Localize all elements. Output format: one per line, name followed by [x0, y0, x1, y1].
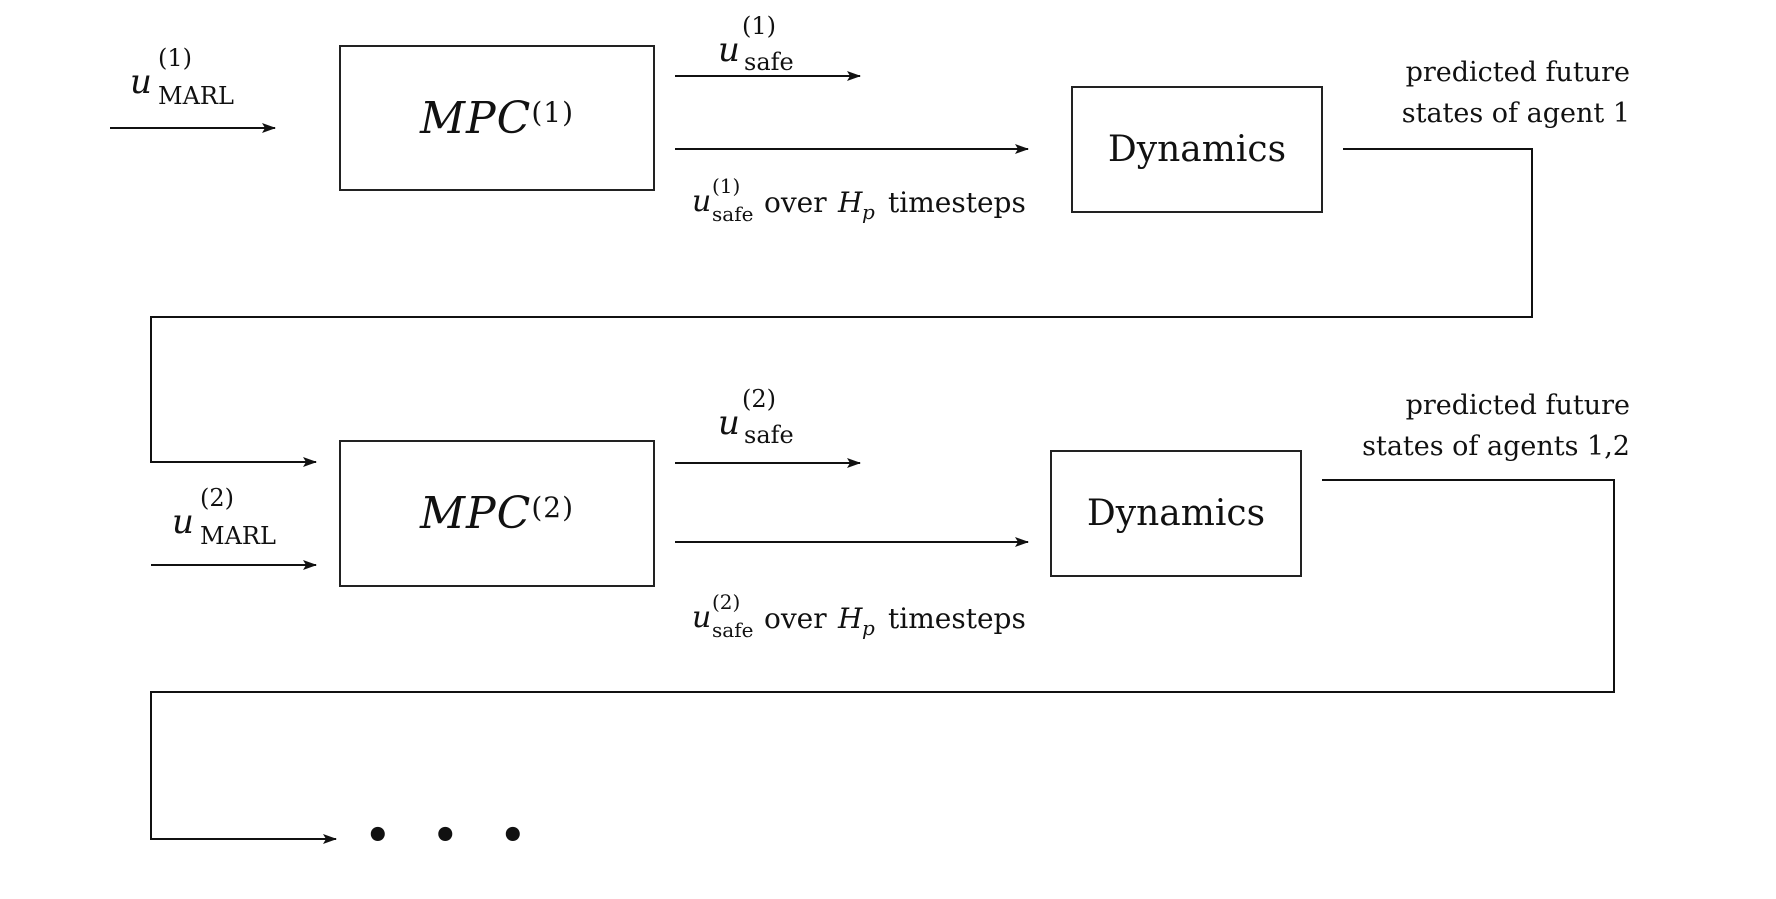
feedback-line-2 [150, 479, 1615, 844]
marl-input-label-2: u (2) MARL [172, 484, 276, 550]
mpc-1-sup: (1) [531, 95, 574, 129]
mpc-2-name: MPC [420, 488, 532, 539]
dynamics-box-2: Dynamics [1050, 450, 1302, 577]
states-2-line2: states of agents 1,2 [1362, 431, 1630, 462]
states-label-2: predicted future states of agents 1,2 [1330, 385, 1630, 467]
safe-label-1: u (1) safe [718, 12, 794, 76]
mpc-2-sup: (2) [531, 491, 574, 524]
safe-label-2: u (2) safe [718, 385, 794, 449]
states-label-1: predicted future states of agent 1 [1340, 52, 1630, 134]
marl-input-label-1: u (1) MARL [130, 44, 234, 110]
horizon-label-2: u (2) safe over H p timesteps [692, 590, 1026, 642]
mpc-box-2: MPC(2) [339, 440, 655, 587]
feedback-line-1 [150, 148, 1533, 467]
states-1-line2: states of agent 1 [1401, 98, 1630, 129]
states-2-line1: predicted future [1405, 390, 1630, 421]
horizon-label-1: u (1) safe over H p timesteps [692, 174, 1026, 226]
continuation-ellipsis: • • • [365, 812, 540, 859]
mpc-box-1: MPC(1) [339, 45, 655, 191]
dynamics-1-label: Dynamics [1107, 129, 1287, 170]
mpc-1-name: MPC [420, 92, 532, 144]
dynamics-box-1: Dynamics [1071, 86, 1323, 213]
dynamics-2-label: Dynamics [1086, 493, 1266, 534]
states-1-line1: predicted future [1405, 57, 1630, 88]
